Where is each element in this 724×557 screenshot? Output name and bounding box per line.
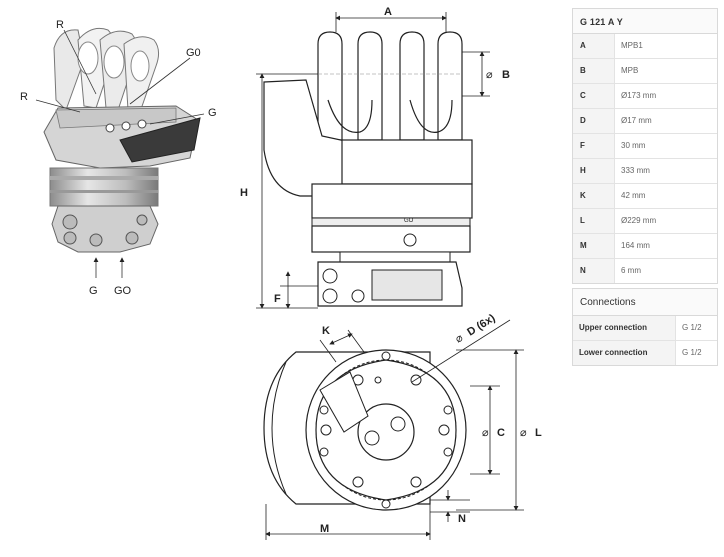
spec-value: Ø229 mm — [621, 216, 657, 225]
connection-value: G 1/2 — [682, 323, 702, 332]
spec-key: K — [580, 191, 586, 200]
spec-key-cell: B — [573, 59, 615, 83]
iso-label-port-g: G — [89, 285, 98, 297]
connection-row: Upper connection G 1/2 — [573, 316, 717, 341]
spec-key-cell: H — [573, 159, 615, 183]
dim-label-d: D (6x) — [465, 312, 498, 339]
connection-label-cell: Lower connection — [573, 341, 676, 365]
spec-key: C — [580, 91, 586, 100]
spec-key: N — [580, 266, 586, 275]
dim-label-b: B — [502, 69, 510, 81]
iso-label-port-go: GO — [114, 285, 132, 297]
diameter-symbol-l: ⌀ — [520, 427, 527, 439]
diameter-symbol-d: ⌀ — [453, 332, 465, 346]
rotor-body — [49, 167, 159, 207]
spec-row-k: K 42 mm — [573, 184, 717, 209]
dim-label-k: K — [322, 325, 330, 337]
spec-row-m: M 164 mm — [573, 234, 717, 259]
side-view: A B ⌀ H F GO — [240, 6, 510, 309]
dim-label-h: H — [240, 187, 248, 199]
iso-label-r-top: R — [56, 19, 64, 31]
top-mounting-holes — [319, 351, 453, 509]
dim-label-f: F — [274, 293, 281, 305]
spec-value: MPB1 — [621, 41, 643, 50]
spec-value: Ø17 mm — [621, 116, 652, 125]
link-lugs — [53, 27, 160, 113]
spec-value: 42 mm — [621, 191, 646, 200]
spec-value: Ø173 mm — [621, 91, 657, 100]
spec-row-h: H 333 mm — [573, 159, 717, 184]
spec-key: D — [580, 116, 586, 125]
spec-table-title: G 121 A Y — [580, 17, 623, 27]
isometric-view: R R G0 G G GO — [20, 19, 217, 297]
connection-row: Lower connection G 1/2 — [573, 341, 717, 365]
spec-value: 164 mm — [621, 241, 650, 250]
rotator-technical-drawing: R R G0 G G GO — [20, 6, 542, 540]
spec-key: B — [580, 66, 586, 75]
spec-value: 6 mm — [621, 266, 641, 275]
spec-key-cell: A — [573, 34, 615, 58]
dim-label-n: N — [458, 513, 466, 525]
spec-row-a: A MPB1 — [573, 34, 717, 59]
spec-key: H — [580, 166, 586, 175]
spec-key-cell: D — [573, 109, 615, 133]
spec-key-cell: M — [573, 234, 615, 258]
connection-label: Lower connection — [579, 348, 648, 357]
spec-row-n: N 6 mm — [573, 259, 717, 283]
connections-table-header: Connections — [573, 289, 717, 316]
dim-label-a: A — [384, 6, 392, 18]
dim-label-m: M — [320, 523, 329, 535]
spec-key-cell: K — [573, 184, 615, 208]
top-view: K D (6x) ⌀ ⌀ C ⌀ L M N — [263, 312, 542, 540]
spec-row-l: L Ø229 mm — [573, 209, 717, 234]
connection-label-cell: Upper connection — [573, 316, 676, 340]
spec-key: M — [580, 241, 587, 250]
connection-value: G 1/2 — [682, 348, 702, 357]
spec-value: 333 mm — [621, 166, 650, 175]
iso-label-r-left: R — [20, 91, 28, 103]
spec-key-cell: C — [573, 84, 615, 108]
iso-label-g: G — [208, 107, 217, 119]
spec-table-header: G 121 A Y — [573, 9, 717, 34]
dim-label-l: L — [535, 427, 542, 439]
spec-key: L — [580, 216, 585, 225]
side-mark-go: GO — [404, 218, 414, 224]
spec-key: F — [580, 141, 585, 150]
connection-label: Upper connection — [579, 323, 648, 332]
spec-row-d: D Ø17 mm — [573, 109, 717, 134]
spec-key-cell: F — [573, 134, 615, 158]
spec-key-cell: L — [573, 209, 615, 233]
side-link-plates — [317, 31, 463, 141]
iso-label-g0: G0 — [186, 47, 201, 59]
spec-value: 30 mm — [621, 141, 646, 150]
diameter-symbol-b: ⌀ — [486, 69, 493, 81]
spec-row-f: F 30 mm — [573, 134, 717, 159]
connections-title: Connections — [580, 297, 636, 308]
spec-value: MPB — [621, 66, 639, 75]
diameter-symbol-c: ⌀ — [482, 427, 489, 439]
side-rotor-body — [311, 217, 471, 227]
dim-label-c: C — [497, 427, 505, 439]
spec-key-cell: N — [573, 259, 615, 283]
spec-row-b: B MPB — [573, 59, 717, 84]
spec-row-c: C Ø173 mm — [573, 84, 717, 109]
spec-key: A — [580, 41, 586, 50]
